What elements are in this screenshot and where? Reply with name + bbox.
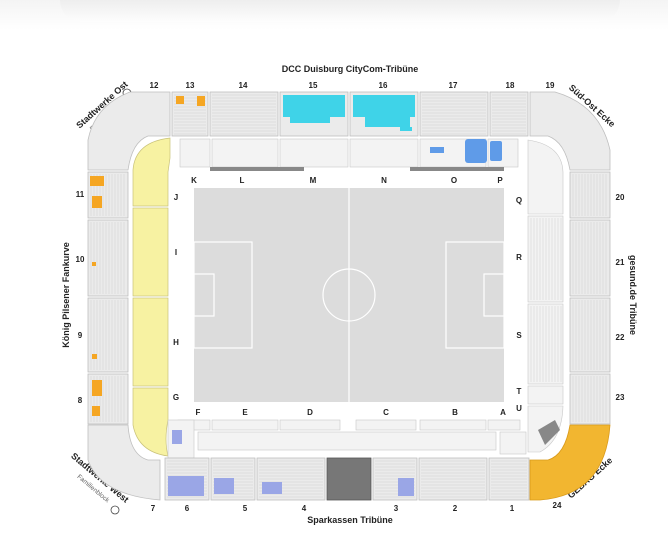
label-inner-h: H [173,338,179,347]
block-17-seating[interactable] [419,91,489,137]
label-inner-t: T [517,387,522,396]
label-block-11: 11 [76,190,85,199]
label-block-17: 17 [449,81,458,90]
inner-block-g[interactable] [132,387,169,457]
block-20-seating[interactable] [569,171,611,219]
inner-block-d[interactable] [279,419,341,431]
inner-block-e[interactable] [211,419,279,431]
inner-block-a[interactable] [487,419,521,431]
west-stand-title: König Pilsener Fankurve [61,242,71,348]
label-inner-a: A [500,408,506,417]
south-closed-section [326,457,372,501]
south-inner-corner-east[interactable] [499,431,527,455]
inner-block-k[interactable] [179,138,211,168]
label-block-21: 21 [616,258,625,267]
label-inner-g: G [173,393,179,402]
pitch-markings [193,188,505,402]
block-18-seating[interactable] [489,91,529,137]
label-block-6: 6 [185,504,190,513]
label-block-24: 24 [553,501,562,510]
inner-block-j[interactable] [132,137,171,207]
block-10-seating[interactable] [87,219,129,297]
north-press-strip [210,167,304,171]
east-stand-title: gesund.de Tribüne [628,255,638,335]
label-block-15: 15 [309,81,318,90]
sw-family-icon [110,505,120,515]
inner-block-m[interactable] [279,138,349,168]
label-block-10: 10 [76,255,85,264]
label-inner-r: R [516,253,522,262]
label-inner-u: U [516,404,522,413]
label-block-13: 13 [186,81,195,90]
label-inner-b: B [452,408,458,417]
label-inner-m: M [310,176,317,185]
label-block-4: 4 [302,504,307,513]
label-block-19: 19 [546,81,555,90]
lavender-seat-highlights [168,430,414,496]
label-inner-l: L [240,176,245,185]
label-block-9: 9 [78,331,83,340]
east-access-ramp [538,420,560,445]
label-inner-q: Q [516,196,522,205]
south-stand-title: Sparkassen Tribüne [307,515,393,525]
block-24-seating[interactable] [529,424,611,501]
label-block-20: 20 [616,193,625,202]
block-9-seating[interactable] [87,297,129,373]
orange-seat-highlights [90,96,205,416]
label-inner-i: I [175,248,177,257]
block-22-seating[interactable] [569,297,611,373]
label-inner-k: K [191,176,197,185]
inner-block-b[interactable] [419,419,487,431]
inner-block-t[interactable] [527,385,564,405]
label-block-5: 5 [243,504,248,513]
inner-block-h[interactable] [132,297,169,387]
label-block-7: 7 [151,504,156,513]
block-12-seating[interactable] [87,91,171,171]
inner-block-n[interactable] [349,138,419,168]
north-press-strip-2 [410,167,504,171]
inner-block-l[interactable] [211,138,279,168]
top-shadow-bar [0,0,668,30]
blue-seat-highlights [430,139,502,163]
label-inner-s: S [516,331,522,340]
label-inner-f: F [196,408,201,417]
label-block-23: 23 [616,393,625,402]
label-block-3: 3 [394,504,399,513]
block-14-seating[interactable] [209,91,279,137]
top-shadow [60,0,620,22]
label-block-14: 14 [239,81,248,90]
label-inner-c: C [383,408,389,417]
block-7-seating[interactable] [87,424,161,501]
north-stand-title: DCC Duisburg CityCom-Tribüne [282,64,419,74]
cyan-seat-highlights [283,95,415,131]
label-inner-n: N [381,176,387,185]
label-inner-e: E [242,408,248,417]
label-block-8: 8 [78,396,83,405]
label-inner-j: J [174,193,178,202]
block-21-seating[interactable] [569,219,611,297]
inner-block-i[interactable] [132,207,169,297]
inner-block-q[interactable] [527,139,564,215]
label-block-22: 22 [616,333,625,342]
block-23-seating[interactable] [569,373,611,425]
inner-block-c[interactable] [355,419,417,431]
block-19-seating[interactable] [529,91,611,171]
label-block-12: 12 [150,81,159,90]
label-inner-d: D [307,408,313,417]
label-block-2: 2 [453,504,458,513]
south-business-seats[interactable] [197,431,497,451]
label-block-16: 16 [379,81,388,90]
label-block-18: 18 [506,81,515,90]
label-block-1: 1 [510,504,515,513]
label-inner-p: P [497,176,503,185]
label-inner-o: O [451,176,457,185]
